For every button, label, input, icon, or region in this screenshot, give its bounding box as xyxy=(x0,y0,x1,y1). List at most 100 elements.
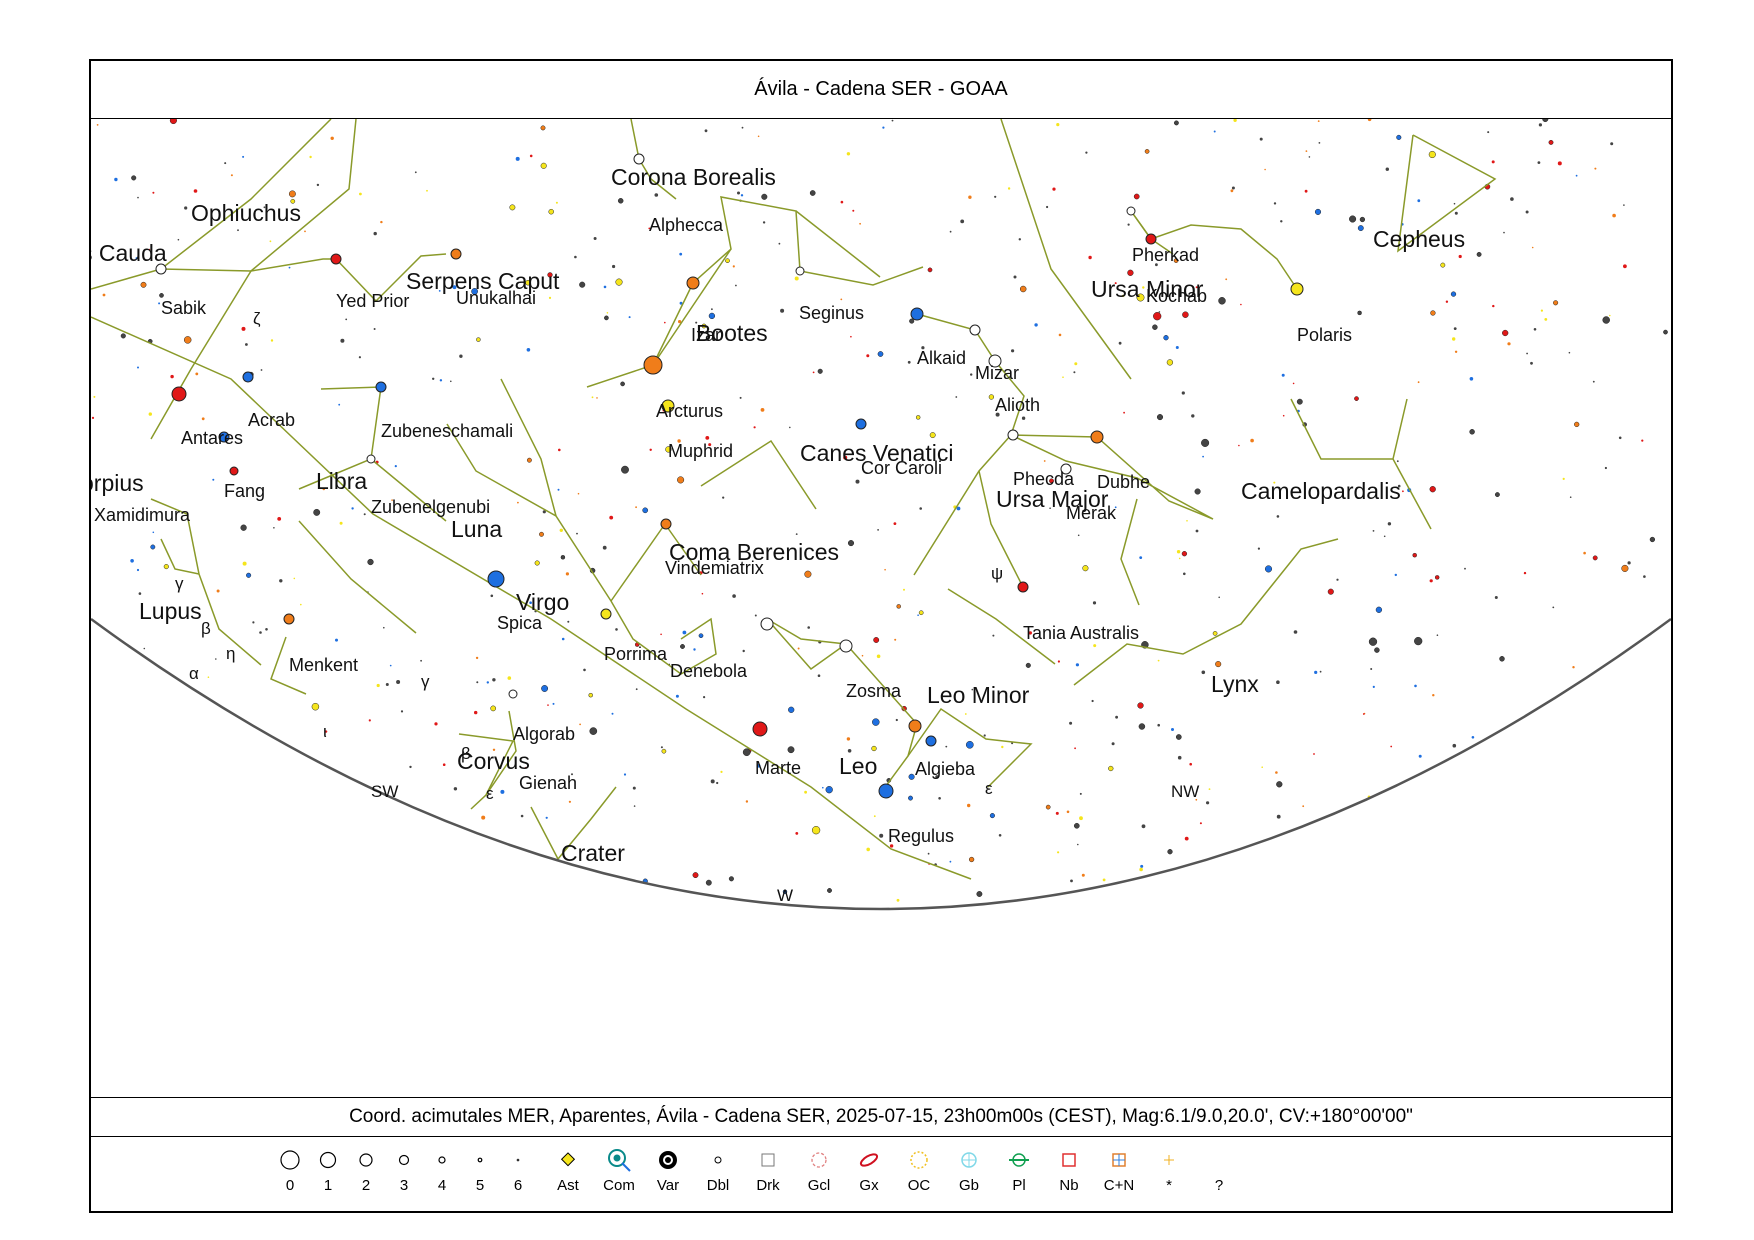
bg-star xyxy=(552,702,555,705)
bg-star xyxy=(1155,263,1158,267)
star-mark-dubhe[interactable] xyxy=(1090,430,1104,444)
bg-star xyxy=(1445,300,1449,303)
bg-star xyxy=(1550,1000,1552,1002)
star-mark-izar[interactable] xyxy=(686,276,700,290)
star-mark-antares[interactable] xyxy=(171,386,187,402)
star-mark-merak[interactable] xyxy=(1060,463,1072,475)
star-mark-tania-australis[interactable] xyxy=(1017,581,1029,593)
star-mark-menkent[interactable] xyxy=(283,613,295,625)
constellation-label: s Cauda xyxy=(91,240,167,266)
star-mark-kochab[interactable] xyxy=(1145,233,1157,245)
bg-star xyxy=(92,709,95,713)
bg-star xyxy=(1491,160,1495,164)
bg-star xyxy=(234,726,237,730)
bg-star xyxy=(426,189,428,192)
star-mark-zosma[interactable] xyxy=(839,639,853,653)
star-mark-arcturus[interactable] xyxy=(643,355,663,375)
star-mark-fang[interactable] xyxy=(218,431,230,443)
bg-star xyxy=(1146,1060,1148,1062)
star-mark-muphrid[interactable] xyxy=(661,399,675,413)
bg-star xyxy=(263,903,267,907)
bg-star xyxy=(346,928,351,933)
bg-star xyxy=(1302,805,1305,808)
bg-star xyxy=(1173,120,1179,126)
bg-star xyxy=(111,887,115,891)
bg-star xyxy=(894,638,897,641)
bg-star xyxy=(1185,985,1187,987)
star-mark-cor-caroli[interactable] xyxy=(855,418,867,430)
star-mark-yed-prior[interactable] xyxy=(330,253,342,265)
star-mark-vindemiatrix[interactable] xyxy=(660,518,672,530)
star-mark-marte[interactable] xyxy=(752,721,768,737)
bg-star xyxy=(1383,535,1386,538)
bg-star xyxy=(949,230,952,233)
star-mark-zubeneschamali[interactable] xyxy=(375,381,387,393)
bg-star xyxy=(846,152,851,156)
bg-star xyxy=(1366,1066,1370,1070)
star-label: Zubenelgenubi xyxy=(371,497,490,517)
star-mark-algorab[interactable] xyxy=(508,689,518,699)
bg-star xyxy=(322,487,325,491)
legend-item-planetary: Pl xyxy=(991,1145,1047,1194)
bg-star xyxy=(1215,661,1222,668)
star-mark-polaris[interactable] xyxy=(1290,282,1304,296)
bg-star xyxy=(1219,1034,1223,1038)
bg-star xyxy=(1572,666,1575,669)
bg-star xyxy=(215,658,217,660)
bg-star xyxy=(745,800,749,803)
legend-item-mag-1: 1 xyxy=(300,1145,356,1194)
line-oph2 xyxy=(250,119,357,272)
bg-star xyxy=(1480,1003,1484,1007)
star-mark-acrab[interactable] xyxy=(242,371,254,383)
star-mark-zubenelgenubi[interactable] xyxy=(366,454,376,464)
star-mark-sabik[interactable] xyxy=(155,263,167,275)
star-mark-unukalhai[interactable] xyxy=(450,248,462,260)
bg-star xyxy=(551,952,554,955)
constellation-label: orpius xyxy=(91,470,144,496)
bg-star xyxy=(1522,722,1529,728)
bg-star xyxy=(1313,753,1315,755)
star-mark-alioth[interactable] xyxy=(988,354,1002,368)
bg-star xyxy=(1275,771,1278,774)
bg-star xyxy=(294,766,297,768)
greek-letter-label: ζ xyxy=(253,309,261,328)
star-mark-algieba[interactable] xyxy=(908,719,922,733)
bg-star xyxy=(876,654,881,659)
bg-star xyxy=(759,930,764,935)
star-mark-porrima[interactable] xyxy=(600,608,612,620)
bg-star xyxy=(565,572,569,576)
bg-star xyxy=(260,369,263,371)
star-mark-regulus[interactable] xyxy=(878,783,894,799)
line-uma3 xyxy=(978,470,1024,588)
bg-star xyxy=(872,718,880,726)
bg-star xyxy=(735,284,737,287)
bg-star xyxy=(193,189,198,193)
star-mark-denebola[interactable] xyxy=(760,617,774,631)
star-mark-seginus[interactable] xyxy=(795,266,805,276)
bg-star xyxy=(861,654,864,657)
bg-star xyxy=(176,841,181,845)
star-mark-gienah[interactable] xyxy=(925,735,937,747)
bg-star xyxy=(1073,371,1076,374)
bg-star xyxy=(1218,596,1220,599)
star-mark-mizar[interactable] xyxy=(969,324,981,336)
bg-star xyxy=(1457,898,1460,902)
bg-star xyxy=(850,1072,852,1074)
bg-star xyxy=(263,905,266,909)
bg-star xyxy=(339,827,342,830)
bg-star xyxy=(1137,702,1144,709)
star-mark-xamidimura[interactable] xyxy=(229,466,239,476)
bg-star xyxy=(114,177,118,182)
star-mark-pherkad[interactable] xyxy=(1126,206,1136,216)
bg-star xyxy=(1119,1022,1121,1024)
bg-star xyxy=(265,628,268,631)
star-mark-spica[interactable] xyxy=(487,570,505,588)
star-mark-phecda[interactable] xyxy=(1007,429,1019,441)
bg-star xyxy=(1592,380,1595,383)
bg-star xyxy=(150,544,156,550)
star-mark-alphecca[interactable] xyxy=(633,153,645,165)
star-mark-alkaid[interactable] xyxy=(910,307,924,321)
bg-star xyxy=(148,412,152,416)
line-lynx xyxy=(1073,538,1339,686)
